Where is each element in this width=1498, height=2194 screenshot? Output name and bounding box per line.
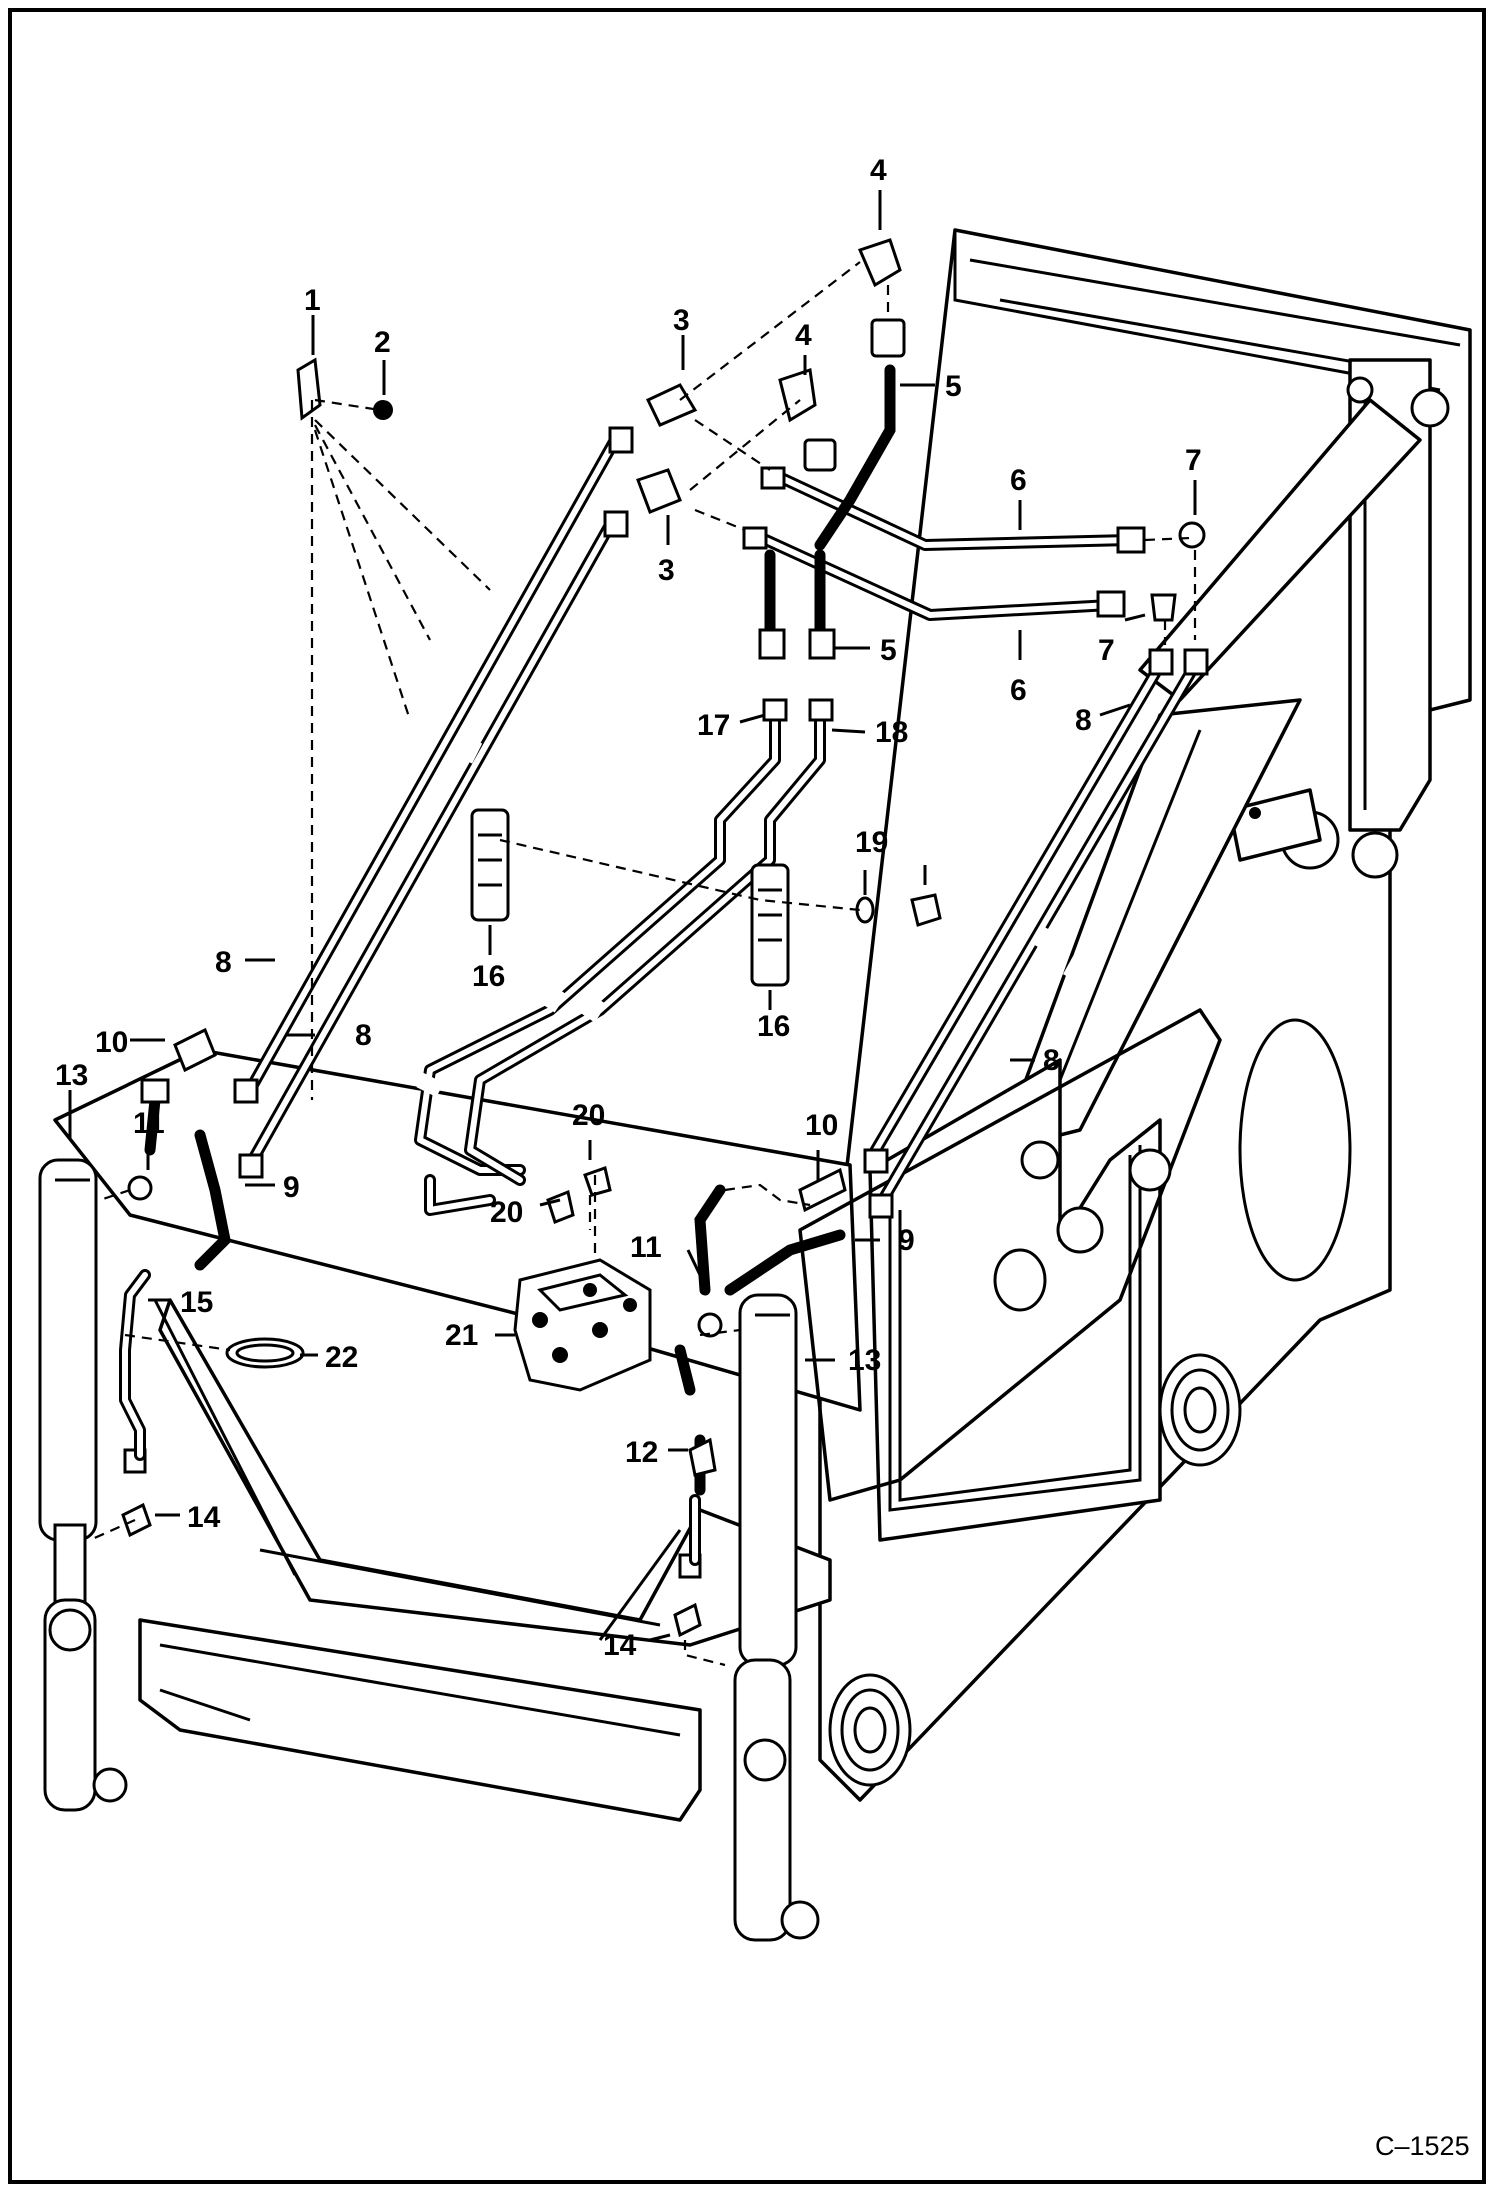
callout-4-top: 4 (870, 154, 887, 187)
lift-cylinder-left (38, 1158, 128, 1812)
callout-6-top: 6 (1010, 464, 1027, 497)
callout-20-top: 20 (572, 1099, 605, 1132)
callout-13-left: 13 (55, 1059, 88, 1092)
callout-10-left: 10 (95, 1026, 128, 1059)
upper-steel-lines-6 (749, 469, 1136, 621)
callout-8-right-top: 8 (1075, 704, 1092, 737)
drawing-frame (8, 8, 1486, 2184)
lift-cylinder-right (733, 1293, 820, 1942)
callout-11-left: 11 (133, 1107, 165, 1140)
callout-14-right: 14 (603, 1629, 637, 1662)
flange-lower (828, 1673, 912, 1787)
callout-12: 12 (625, 1436, 658, 1469)
callout-15: 15 (180, 1286, 213, 1319)
callout-16-right: 16 (757, 1010, 790, 1043)
callout-3-bottom: 3 (658, 554, 675, 587)
callout-20-bottom: 20 (490, 1196, 523, 1229)
callout-18: 18 (875, 716, 908, 749)
fittings (119, 238, 1209, 1638)
control-valve (513, 1258, 652, 1392)
callout-7-bottom: 7 (1098, 634, 1115, 667)
callout-14-left: 14 (187, 1501, 221, 1534)
callout-16-left: 16 (472, 960, 505, 993)
callout-10-right: 10 (805, 1109, 838, 1142)
callout-9-left: 9 (283, 1171, 300, 1204)
tube-set-left-diagonal (244, 434, 621, 1171)
callout-leaders (68, 190, 1197, 1642)
flange-upper (1158, 1353, 1242, 1467)
callout-8-right-bottom: 8 (1043, 1044, 1060, 1077)
callout-17: 17 (697, 709, 730, 742)
callout-5-bottom: 5 (880, 634, 897, 667)
callout-5-top: 5 (945, 370, 962, 403)
callout-13-right: 13 (848, 1344, 881, 1377)
callout-9-right: 9 (898, 1224, 915, 1257)
callout-11-right: 11 (630, 1231, 662, 1264)
callout-1: 1 (304, 284, 321, 317)
callout-19: 19 (855, 826, 888, 859)
leader-lines (89, 261, 1197, 1667)
figure-id: C–1525 (1375, 2131, 1470, 2161)
tube-set-right-diagonal (864, 659, 1201, 1211)
callout-22: 22 (325, 1341, 358, 1374)
machine-main-frame (53, 228, 1472, 1822)
callout-8-left-top: 8 (215, 946, 232, 979)
callout-8-left-bottom: 8 (355, 1019, 372, 1052)
callout-2-top: 2 (374, 326, 391, 359)
callout-6-bottom: 6 (1010, 674, 1027, 707)
callout-7-top: 7 (1185, 444, 1202, 477)
callout-4-mid: 4 (795, 319, 812, 352)
callout-labels: 1 2 3 3 4 4 5 5 6 6 7 7 8 8 8 8 9 9 10 1… (55, 154, 1202, 1662)
callout-3-top: 3 (673, 304, 690, 337)
tube-set-center (414, 709, 826, 1216)
callout-21: 21 (445, 1319, 478, 1352)
